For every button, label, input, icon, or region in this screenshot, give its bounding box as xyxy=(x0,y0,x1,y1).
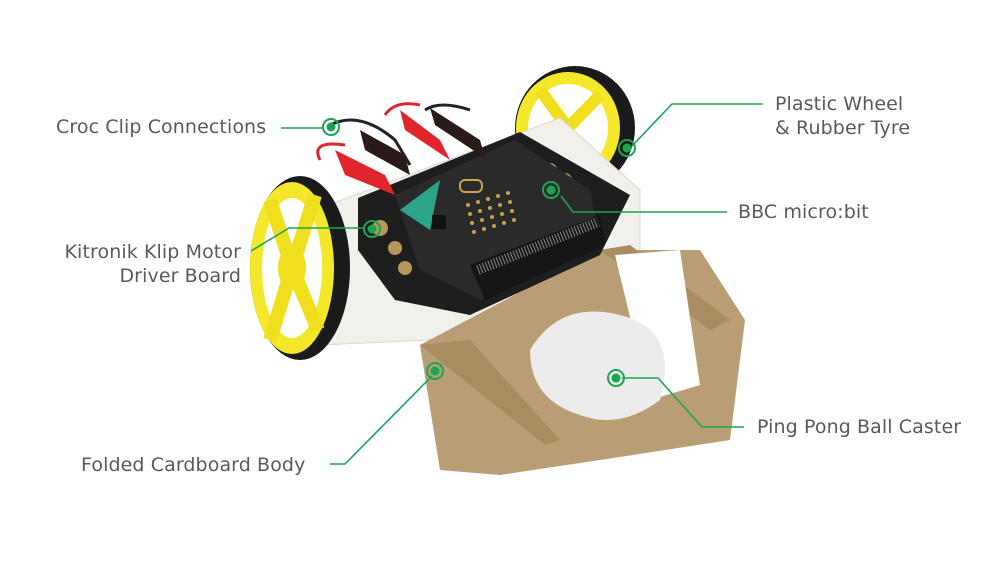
ping-pong-ball xyxy=(530,311,665,420)
label-driver-line1: Kitronik Klip Motor xyxy=(64,241,241,263)
callout-lines xyxy=(250,103,763,465)
callout-line-microbit xyxy=(560,195,727,213)
label-motor-driver-board: Kitronik Klip Motor Driver Board xyxy=(40,240,241,288)
marker-croc xyxy=(322,118,340,136)
callout-line-driver xyxy=(250,227,363,252)
marker-cardboard xyxy=(426,362,444,380)
label-plastic-wheel: Plastic Wheel & Rubber Tyre xyxy=(775,92,910,140)
label-driver-line2: Driver Board xyxy=(119,265,241,287)
croc-clips xyxy=(316,102,485,195)
label-bbc-microbit: BBC micro:bit xyxy=(738,201,869,223)
microbit xyxy=(395,140,605,300)
marker-microbit xyxy=(542,181,560,199)
left-wheel xyxy=(250,176,350,360)
marker-driver xyxy=(363,220,381,238)
label-croc-clip-connections: Croc Clip Connections xyxy=(56,116,267,138)
label-folded-cardboard-body: Folded Cardboard Body xyxy=(81,454,306,476)
label-wheel-line2: & Rubber Tyre xyxy=(775,117,911,139)
marker-caster xyxy=(607,369,625,387)
callout-markers xyxy=(322,118,636,387)
callout-line-caster xyxy=(622,377,744,428)
marker-wheel xyxy=(618,139,636,157)
label-wheel-line1: Plastic Wheel xyxy=(775,93,904,115)
label-ping-pong-ball-caster: Ping Pong Ball Caster xyxy=(757,416,962,438)
callout-line-wheel xyxy=(631,103,763,147)
callout-line-cardboard xyxy=(330,375,433,465)
